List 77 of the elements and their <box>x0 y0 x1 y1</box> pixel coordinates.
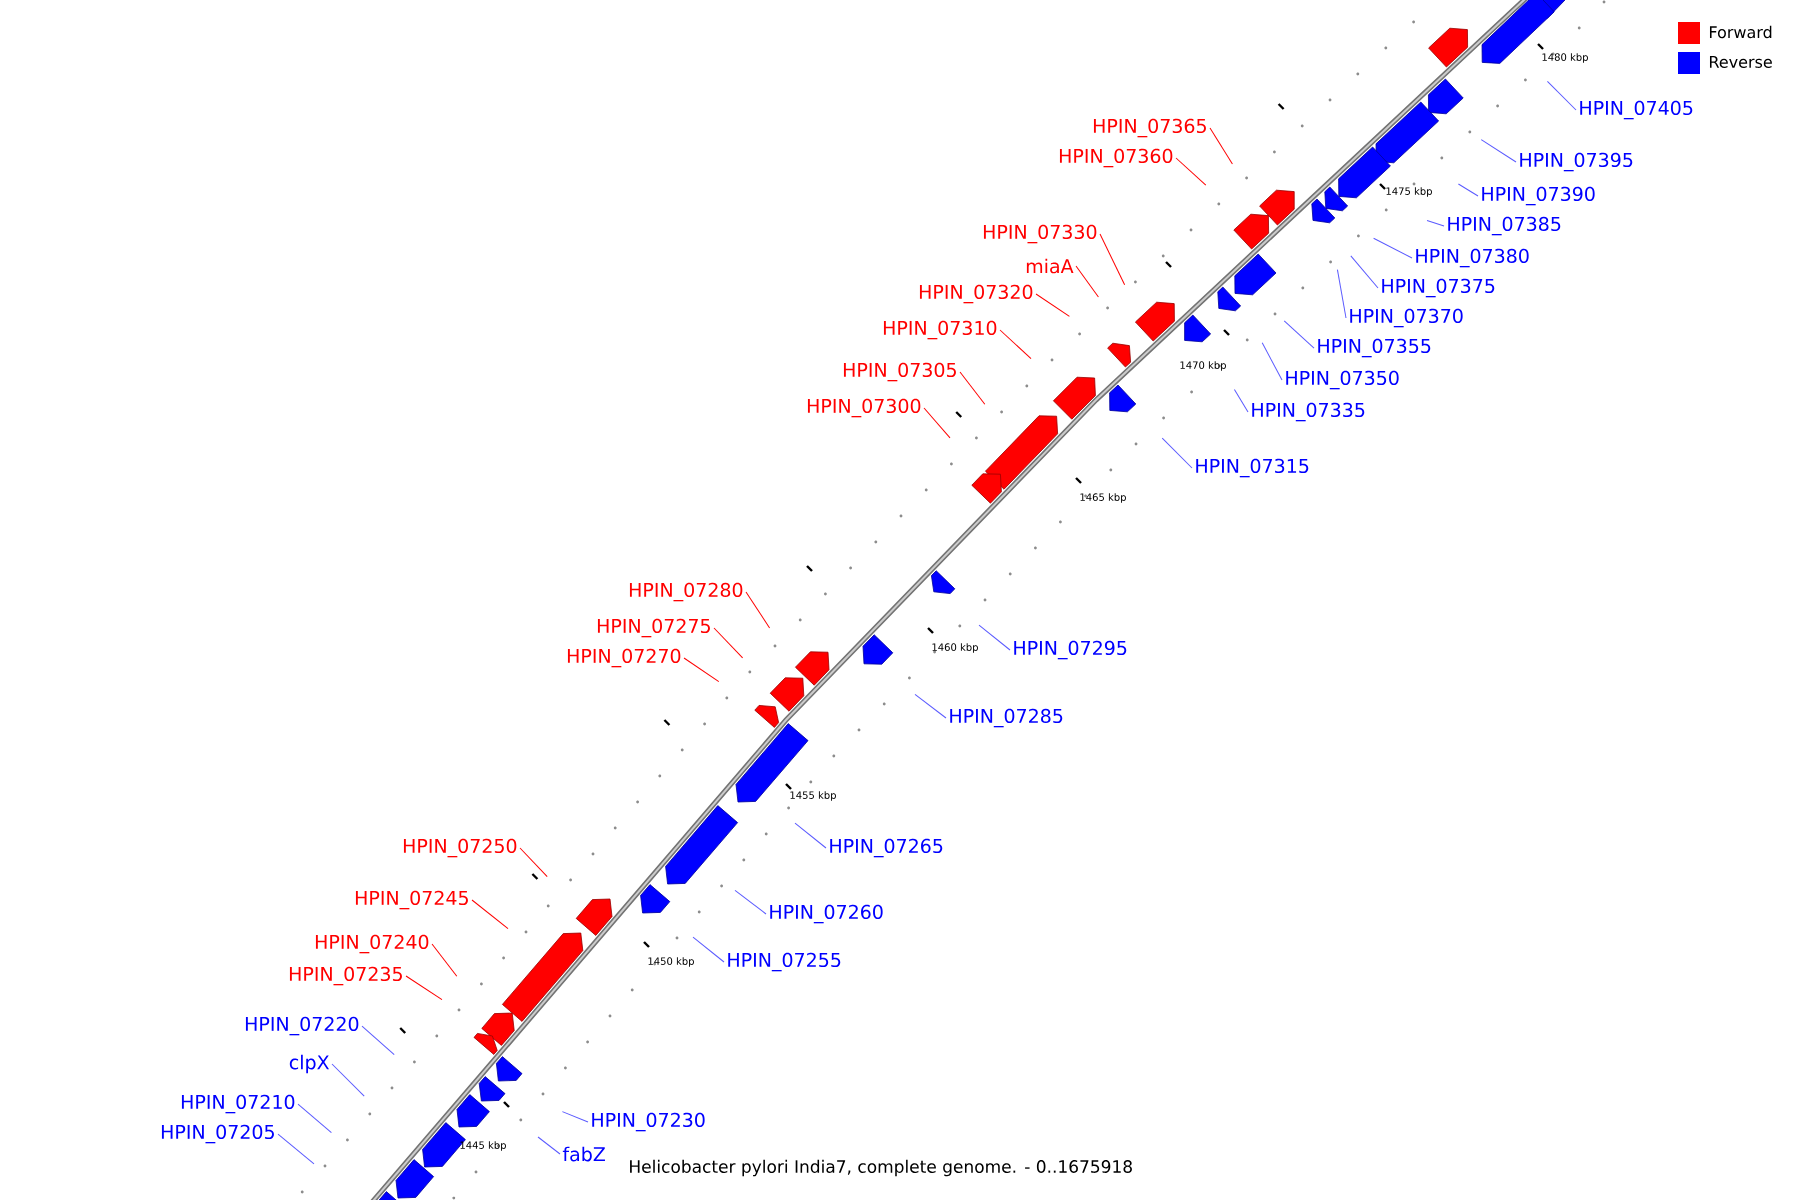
gene-label: HPIN_07350 <box>1286 370 1399 390</box>
gene-label: clpX <box>289 1054 329 1074</box>
leader-line <box>1261 342 1283 381</box>
leader-line <box>1035 293 1070 317</box>
gene-label: HPIN_07335 <box>1252 402 1365 422</box>
gene-label: HPIN_07205 <box>161 1124 274 1144</box>
gene-label: HPIN_07405 <box>1580 100 1693 120</box>
leader-line <box>978 624 1011 651</box>
gene-label: HPIN_07275 <box>597 618 710 638</box>
gene-label: HPIN_07320 <box>919 284 1033 304</box>
gene-label: HPIN_07390 <box>1482 186 1595 206</box>
leader-line <box>734 889 767 915</box>
legend-label: Forward <box>1710 25 1772 39</box>
leader-line <box>1283 320 1315 349</box>
leader-line <box>1457 183 1479 197</box>
leader-line <box>431 943 458 977</box>
gene-label: HPIN_07240 <box>315 934 429 954</box>
gene-label: HPIN_07220 <box>245 1016 359 1036</box>
leader-line <box>1373 237 1413 259</box>
leader-line <box>361 1025 395 1056</box>
gene-label: HPIN_07360 <box>1059 148 1173 168</box>
gene-label: HPIN_07230 <box>592 1112 705 1132</box>
leader-line <box>277 1133 315 1165</box>
gene-label: HPIN_07380 <box>1416 248 1529 268</box>
leader-line <box>1099 233 1126 286</box>
leader-line <box>1426 219 1445 227</box>
leader-line <box>999 329 1032 360</box>
gene-label: miaA <box>1026 258 1074 274</box>
gene-label: HPIN_07245 <box>355 890 468 910</box>
gene-label: HPIN_07300 <box>807 398 921 418</box>
leader-line <box>519 847 548 878</box>
gene-label: HPIN_07265 <box>830 838 943 858</box>
gene-label: HPIN_07355 <box>1318 338 1431 358</box>
leader-line <box>683 657 720 683</box>
gene-label: HPIN_07255 <box>728 952 841 972</box>
leader-line <box>405 975 443 1001</box>
leader-line <box>561 1111 589 1123</box>
gene-label: HPIN_07315 <box>1196 458 1309 478</box>
gene-label: HPIN_07210 <box>181 1094 295 1114</box>
gene-label: HPIN_07285 <box>950 708 1063 728</box>
leader-line <box>331 1063 365 1097</box>
leader-line <box>1161 437 1193 469</box>
legend-label: Reverse <box>1710 56 1772 68</box>
gene-label: HPIN_07260 <box>770 904 883 924</box>
gene-label: HPIN_07280 <box>629 582 743 602</box>
leader-line <box>1175 157 1207 186</box>
gene-label: HPIN_07365 <box>1093 118 1206 138</box>
gene-label: fabZ <box>562 1146 605 1162</box>
gene-label: HPIN_07310 <box>883 320 997 340</box>
gene-label: HPIN_07330 <box>983 224 1097 244</box>
leader-line <box>1480 139 1517 163</box>
leader-line <box>959 371 986 405</box>
leader-line <box>1233 389 1249 413</box>
gene-label: HPIN_07270 <box>567 648 681 668</box>
caption: Helicobacter pylori India7, complete genome. - 0..1675918 <box>630 1159 1132 1177</box>
leader-line <box>745 591 771 629</box>
leader-line <box>692 936 725 963</box>
gene-label: HPIN_07395 <box>1520 152 1633 172</box>
gene-label: HPIN_07305 <box>843 362 956 382</box>
leader-line <box>713 627 744 659</box>
leader-line <box>537 1136 561 1155</box>
gene-label: HPIN_07370 <box>1350 308 1463 328</box>
leader-line <box>471 899 509 930</box>
leader-line <box>914 693 947 719</box>
gene-label: HPIN_07235 <box>289 966 402 986</box>
leader-line <box>1075 265 1099 298</box>
gene-label: HPIN_07375 <box>1382 278 1495 298</box>
leader-line <box>794 822 827 849</box>
leader-line <box>1546 80 1577 111</box>
leader-line <box>1209 127 1233 165</box>
gene-label: HPIN_07295 <box>1014 640 1127 660</box>
gene-label: HPIN_07250 <box>403 838 517 858</box>
leader-line <box>1350 255 1379 289</box>
gene-label: HPIN_07385 <box>1448 216 1561 236</box>
leader-line <box>923 407 951 439</box>
leader-line <box>297 1103 332 1134</box>
leader-line <box>1336 269 1347 319</box>
